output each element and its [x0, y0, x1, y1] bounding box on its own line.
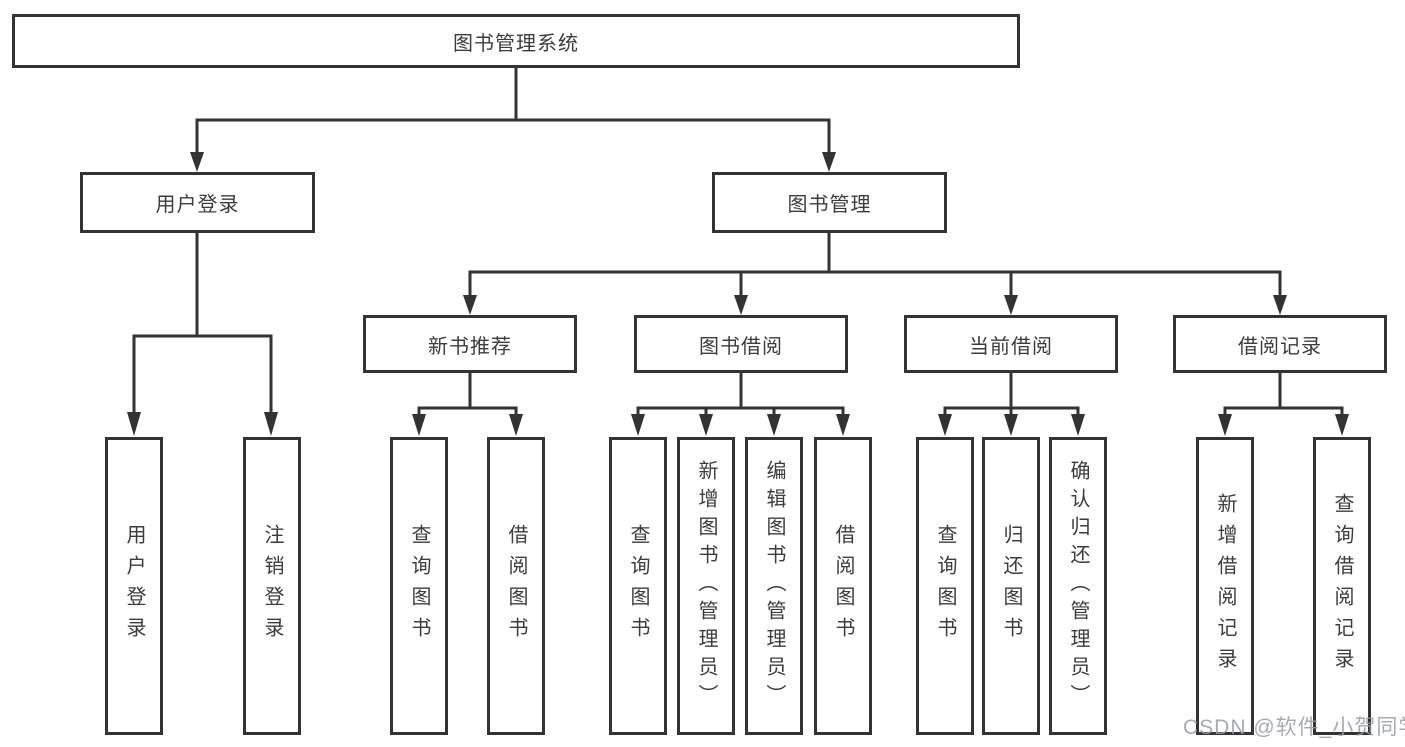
leaf-borrow-books-1: 借阅图书 [487, 437, 545, 735]
arrowheads [127, 152, 1349, 436]
leaf-label: 注销登录 [261, 524, 283, 648]
node-root-system: 图书管理系统 [12, 14, 1020, 68]
leaf-label: 新增图书（管理员） [695, 460, 717, 712]
node-book-management: 图书管理 [712, 172, 947, 233]
node-current-borrow: 当前借阅 [904, 315, 1118, 373]
leaf-label: 借阅图书 [505, 524, 527, 648]
node-label: 新书推荐 [428, 335, 512, 358]
node-label: 图书管理系统 [453, 32, 579, 55]
leaf-label: 查询图书 [627, 524, 649, 648]
leaf-query-books-3: 查询图书 [916, 437, 974, 735]
leaf-query-borrow-record: 查询借阅记录 [1313, 437, 1371, 735]
csdn-watermark: CSDN @软件_小贺同学 [1183, 716, 1405, 739]
node-label: 图书管理 [787, 194, 872, 216]
node-book-borrow: 图书借阅 [634, 315, 848, 373]
leaf-query-books-1: 查询图书 [390, 437, 448, 735]
leaf-user-login: 用户登录 [105, 437, 163, 735]
leaf-label: 新增借阅记录 [1214, 493, 1236, 679]
leaf-add-borrow-record: 新增借阅记录 [1196, 437, 1254, 735]
leaf-logout: 注销登录 [243, 437, 301, 735]
leaf-label: 查询借阅记录 [1331, 493, 1353, 679]
leaf-label: 编辑图书（管理员） [763, 460, 785, 712]
node-label: 当前借阅 [969, 335, 1053, 358]
leaf-label: 用户登录 [123, 524, 145, 648]
leaf-label: 归还图书 [1000, 524, 1022, 648]
node-label: 借阅记录 [1238, 335, 1322, 358]
node-label: 用户登录 [155, 194, 240, 216]
leaf-return-books: 归还图书 [982, 437, 1040, 735]
leaf-query-books-2: 查询图书 [609, 437, 667, 735]
node-user-login: 用户登录 [80, 172, 315, 233]
leaf-add-books-admin: 新增图书（管理员） [677, 437, 735, 735]
leaf-confirm-return-admin: 确认归还（管理员） [1049, 437, 1107, 735]
leaf-label: 查询图书 [934, 524, 956, 648]
leaf-label: 借阅图书 [832, 524, 854, 648]
node-borrow-records: 借阅记录 [1173, 315, 1387, 373]
leaf-label: 确认归还（管理员） [1067, 460, 1089, 712]
leaf-borrow-books-2: 借阅图书 [814, 437, 872, 735]
node-label: 图书借阅 [699, 335, 783, 358]
node-new-book-recommend: 新书推荐 [363, 315, 577, 373]
leaf-label: 查询图书 [408, 524, 430, 648]
leaf-edit-books-admin: 编辑图书（管理员） [745, 437, 803, 735]
